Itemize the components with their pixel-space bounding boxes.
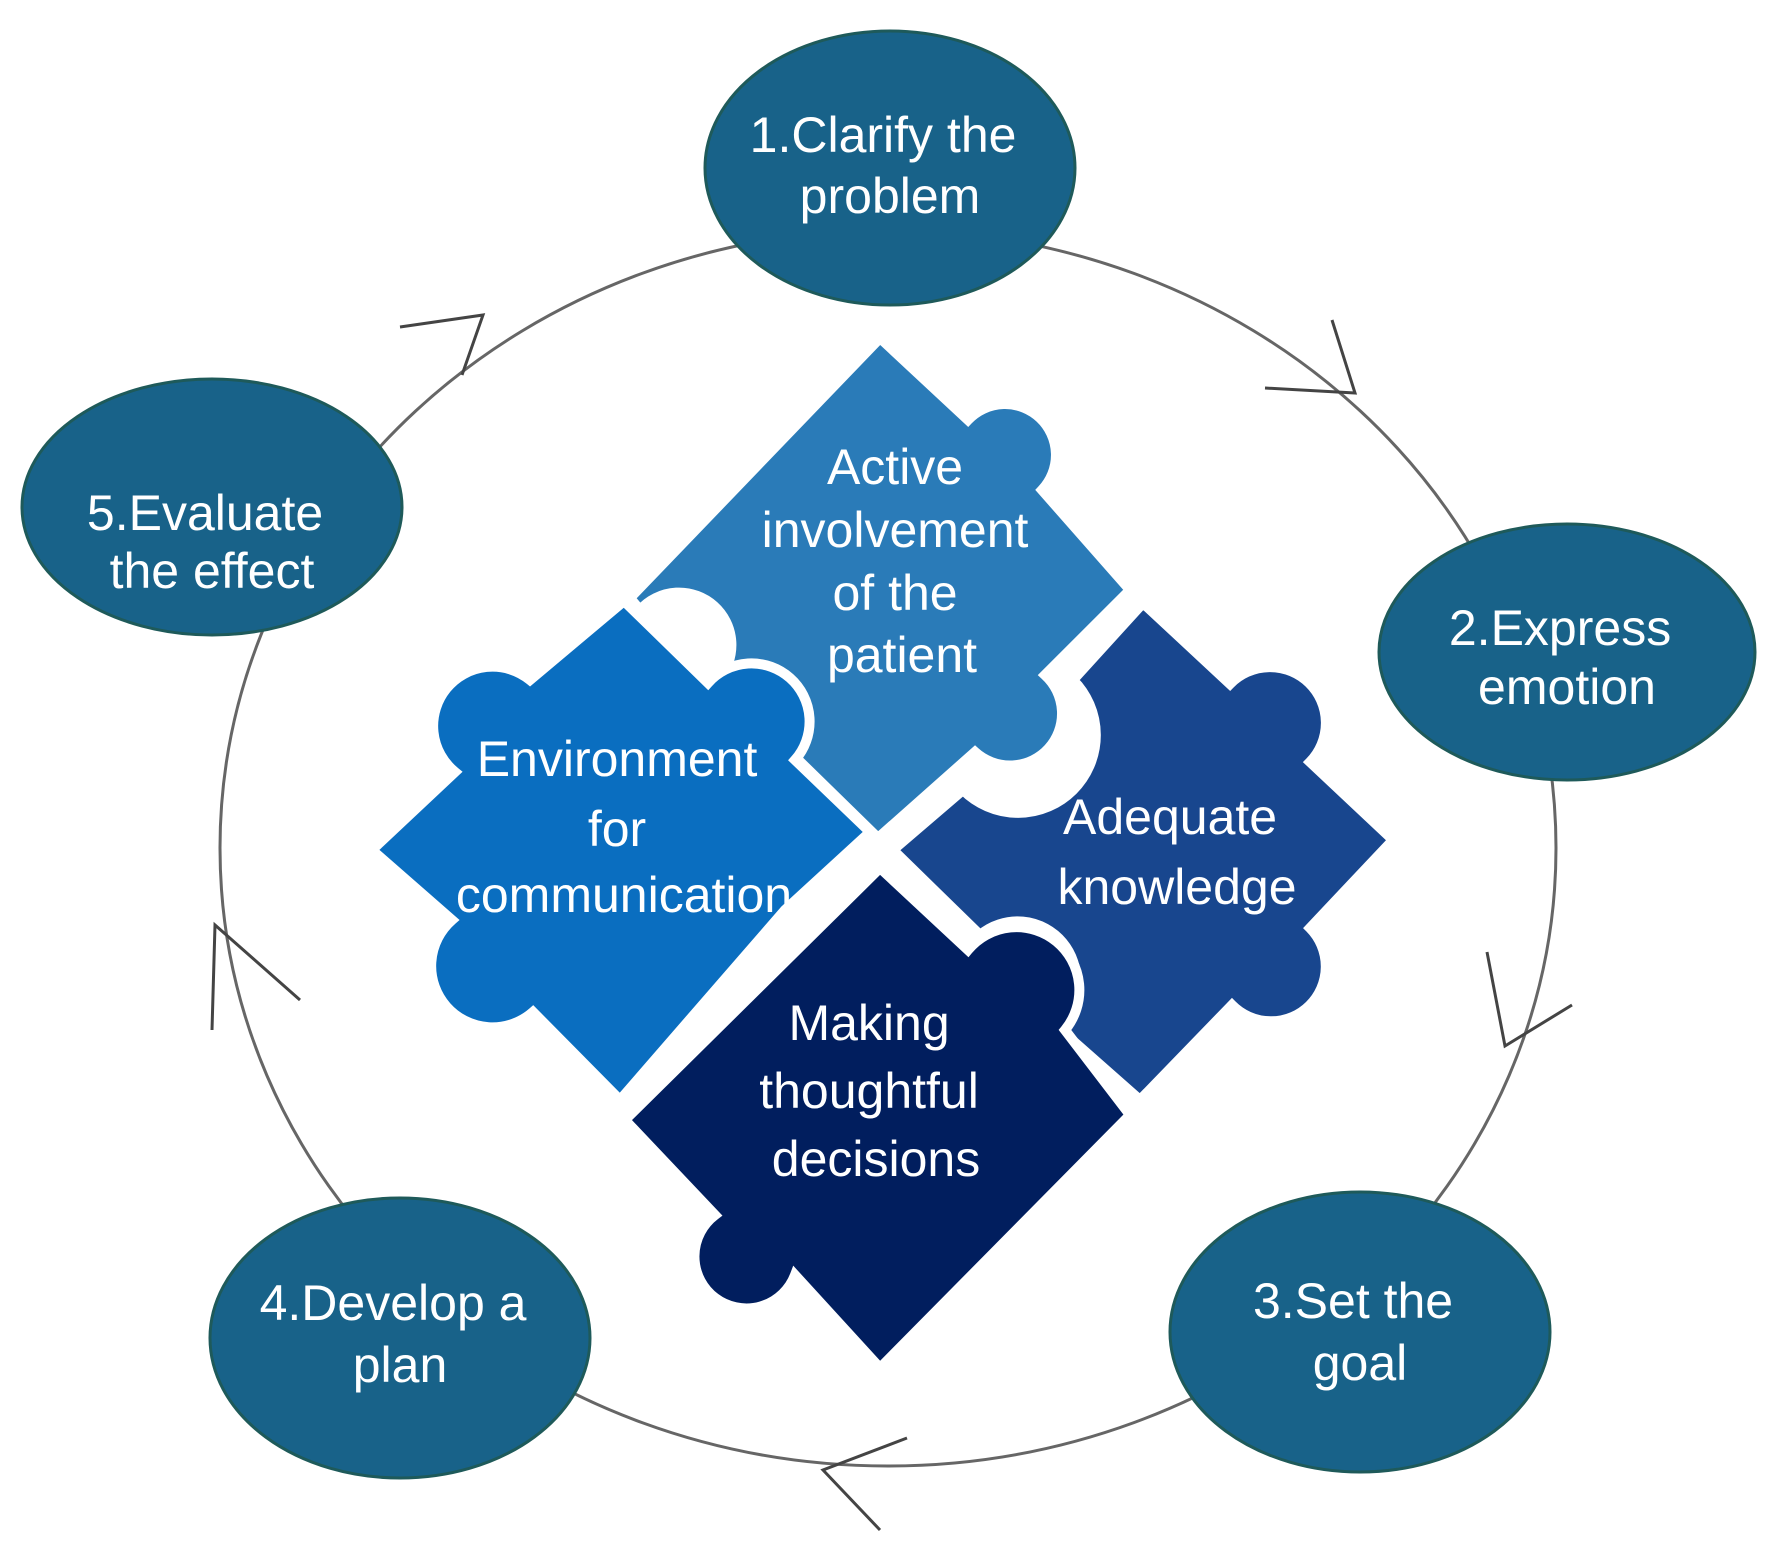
piece-label-decisions: Making thoughtful decisions bbox=[759, 995, 993, 1187]
step-node-5: 5.Evaluate the effect bbox=[20, 377, 404, 637]
puzzle-group: Active involvement of the patient Enviro… bbox=[364, 330, 1401, 1376]
puzzle-piece-shape bbox=[618, 861, 1137, 1376]
arrow-head-icon bbox=[1264, 319, 1358, 395]
step-ellipse bbox=[20, 377, 404, 637]
step-node-3: 3.Set the goal bbox=[1168, 1190, 1552, 1474]
step-label: 4.Develop a plan bbox=[260, 1275, 541, 1393]
piece-label-knowledge: Adequate knowledge bbox=[1057, 789, 1296, 915]
step-ellipse bbox=[208, 1196, 592, 1480]
arrow-head-icon bbox=[399, 313, 486, 376]
piece-label-active: Active involvement of the patient bbox=[762, 439, 1043, 683]
piece-label-environment: Environment for communication bbox=[456, 731, 792, 923]
arrow-head-icon bbox=[1485, 951, 1573, 1049]
cycle-steps: 1.Clarify the problem 2.Express emotion … bbox=[20, 29, 1757, 1480]
step-node-1: 1.Clarify the problem bbox=[703, 29, 1077, 307]
step-node-2: 2.Express emotion bbox=[1377, 522, 1757, 782]
step-node-4: 4.Develop a plan bbox=[208, 1196, 592, 1480]
puzzle-piece-environment: Environment for communication bbox=[364, 594, 878, 1108]
arrow-head-icon bbox=[210, 921, 301, 1031]
step-ellipse bbox=[1377, 522, 1757, 782]
cycle-arrows bbox=[210, 313, 1573, 1532]
arrow-head-icon bbox=[820, 1436, 908, 1532]
step-label: 5.Evaluate the effect bbox=[87, 485, 337, 599]
puzzle-piece-thoughtful-decisions: Making thoughtful decisions bbox=[618, 861, 1137, 1376]
step-label: 3.Set the goal bbox=[1253, 1273, 1467, 1391]
step-ellipse bbox=[1168, 1190, 1552, 1474]
puzzle-piece-shape bbox=[364, 594, 878, 1108]
step-label: 1.Clarify the problem bbox=[750, 107, 1031, 224]
step-ellipse bbox=[703, 29, 1077, 307]
step-label: 2.Express emotion bbox=[1449, 600, 1685, 715]
